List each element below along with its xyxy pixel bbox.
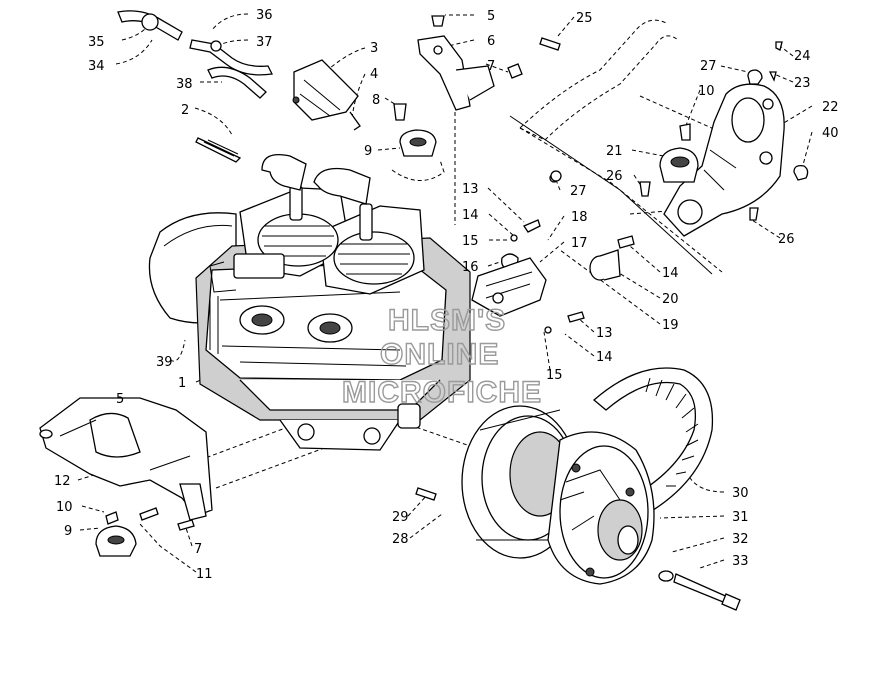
callout-13-lower: 13 [596, 326, 613, 341]
fasteners [105, 15, 809, 531]
callout-38: 38 [176, 77, 193, 92]
callout-34: 34 [88, 59, 105, 74]
callout-36: 36 [256, 8, 273, 23]
callout-4: 4 [370, 67, 378, 82]
lower-mount-9 [95, 525, 137, 557]
callout-16: 16 [462, 260, 479, 275]
clutch-bolt [415, 487, 741, 611]
watermark: HLSM'S ONLINE MICROFICHE [341, 303, 542, 409]
watermark-line-2: ONLINE [380, 338, 499, 371]
callout-33: 33 [732, 554, 749, 569]
callout-2: 2 [181, 103, 189, 118]
callout-19: 19 [662, 318, 679, 333]
callout-9-lower: 9 [64, 524, 72, 539]
callout-12: 12 [54, 474, 71, 489]
callout-labels: 35 34 36 37 38 2 3 4 8 9 5 6 7 25 24 27 … [54, 8, 839, 582]
callout-14-upper: 14 [462, 208, 479, 223]
callout-10-lower: 10 [56, 500, 73, 515]
housing-3 [292, 59, 361, 131]
callout-7-lower: 7 [194, 542, 202, 557]
callout-5-lower: 5 [116, 392, 124, 407]
callout-18: 18 [571, 210, 588, 225]
callout-23: 23 [794, 76, 811, 91]
callout-29: 29 [392, 510, 409, 525]
callout-27-lower: 27 [570, 184, 587, 199]
engine-block [195, 237, 471, 451]
callout-10-upper: 10 [698, 84, 715, 99]
callout-14-right: 14 [662, 266, 679, 281]
callout-28: 28 [392, 532, 409, 547]
callout-3: 3 [370, 41, 378, 56]
right-mount-plate [509, 83, 785, 275]
callout-25: 25 [576, 11, 593, 26]
watermark-line-1: HLSM'S [388, 304, 506, 337]
callout-30: 30 [732, 486, 749, 501]
callout-1: 1 [178, 376, 186, 391]
callout-35: 35 [88, 35, 105, 50]
callout-31: 31 [732, 510, 749, 525]
callout-32: 32 [732, 532, 749, 547]
callout-26-lower: 26 [778, 232, 795, 247]
lower-mount-bracket [39, 397, 213, 521]
callout-14-lower: 14 [596, 350, 613, 365]
callout-17: 17 [571, 236, 588, 251]
callout-27-upper: 27 [700, 59, 717, 74]
callout-6: 6 [487, 34, 495, 49]
callout-21: 21 [606, 144, 623, 159]
callout-13-upper: 13 [462, 182, 479, 197]
upper-mount-bracket [391, 35, 495, 181]
callout-37: 37 [256, 35, 273, 50]
callout-26-upper: 26 [606, 169, 623, 184]
callout-22: 22 [822, 100, 839, 115]
coolant-hoses [117, 10, 273, 99]
callout-15-upper: 15 [462, 234, 479, 249]
engine-mount-bracket [471, 257, 547, 317]
callout-39: 39 [156, 355, 173, 370]
clutch-assembly [547, 431, 655, 585]
drive-clutch-sheave [461, 405, 579, 559]
callout-11: 11 [196, 567, 213, 582]
callout-5-upper: 5 [487, 9, 495, 24]
gasket-2 [195, 137, 242, 163]
callout-7-upper: 7 [487, 59, 495, 74]
watermark-line-3: MICROFICHE [342, 376, 542, 409]
cylinder-heads [209, 153, 425, 295]
callout-24: 24 [794, 49, 811, 64]
callout-8: 8 [372, 93, 380, 108]
callout-15-lower: 15 [546, 368, 563, 383]
callout-9-upper: 9 [364, 144, 372, 159]
bumper-19 [589, 249, 621, 281]
callout-40: 40 [822, 126, 839, 141]
frame-rail [519, 19, 679, 141]
callout-20: 20 [662, 292, 679, 307]
